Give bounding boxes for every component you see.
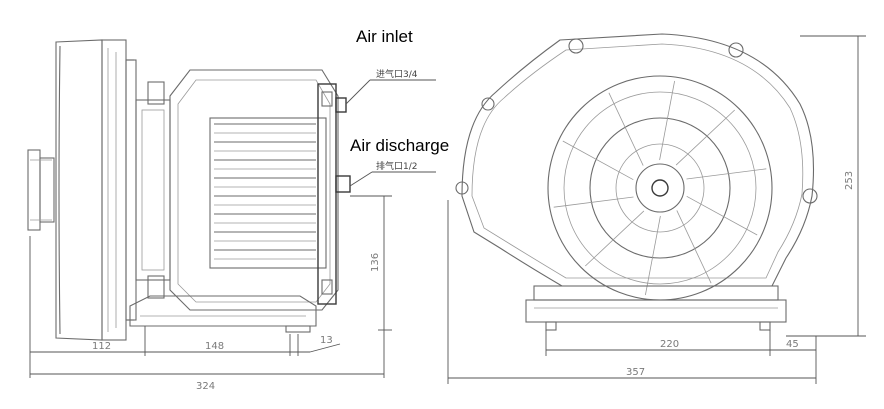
front-dimensions [447,35,866,384]
spoke-line [659,80,675,161]
front-view [455,33,818,331]
dim-45: 45 [786,339,799,350]
side-dimensions [29,195,392,378]
inlet-port [335,97,347,113]
spoke-line [645,215,661,296]
fan-hub [635,163,685,213]
dim-148: 148 [205,341,224,352]
dim-220: 220 [660,339,679,350]
dim-357: 357 [626,367,645,378]
mounting-lug [455,181,469,195]
port-leaders [345,79,436,187]
spoke-line [686,168,767,180]
fan-spokes [553,80,767,296]
air-inlet-label: Air inlet [356,27,413,46]
spoke-line [686,195,758,236]
mounting-lug [728,42,744,58]
dim-324: 324 [196,381,215,392]
side-view [27,39,351,341]
base-frame [525,299,787,323]
pulley-outer [27,149,41,231]
dim-136: 136 [370,253,381,272]
dim-253: 253 [844,171,855,190]
cooling-fins [214,123,316,260]
mounting-lug [802,188,818,204]
cylinder-head [317,83,337,305]
shaft-center [651,179,669,197]
inlet-note: 进气口3/4 [376,68,418,80]
housing-outline [461,33,814,287]
spoke-line [675,109,735,166]
cylinder-block [209,117,327,269]
spoke-line [585,210,645,267]
pulley-inner [39,157,55,223]
dim-112: 112 [92,341,111,352]
spoke-line [553,196,634,208]
base-foot [129,295,317,327]
discharge-note: 排气口1/2 [376,160,418,172]
fan-ring-outer [547,75,773,301]
crankcase [169,69,339,311]
fan-cover [55,39,103,341]
spoke-line [562,140,634,181]
spoke-line [676,210,712,284]
base-plate [533,285,779,301]
spoke-line [608,92,644,166]
dim-13: 13 [320,335,333,346]
mounting-lug [568,38,584,54]
discharge-port [335,175,351,193]
mounting-lug [481,97,495,111]
air-discharge-label: Air discharge [350,136,449,155]
